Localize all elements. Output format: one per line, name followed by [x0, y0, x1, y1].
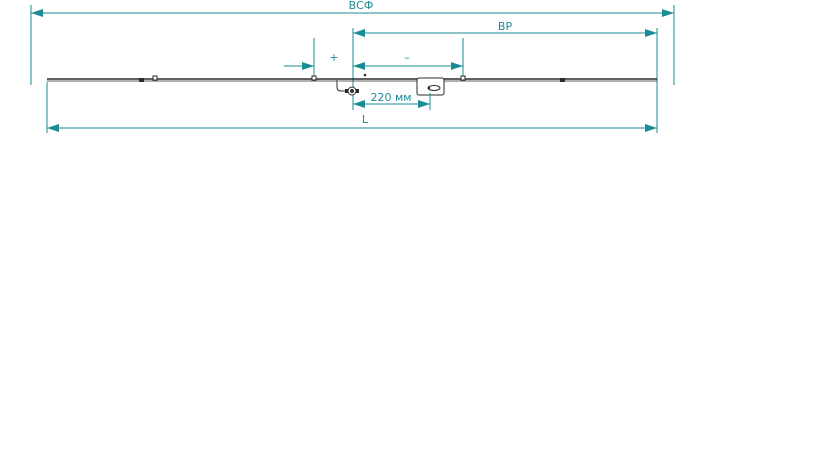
gearbox-housing	[336, 80, 350, 92]
label-offset: 220 мм	[370, 91, 411, 104]
label-br: ВР	[498, 20, 513, 33]
arrow-offset-right	[418, 100, 430, 108]
dimension-offset: 220 мм	[352, 91, 431, 110]
arrow-l-left	[47, 124, 59, 132]
label-minus: –	[404, 51, 410, 64]
pin-left	[152, 75, 158, 81]
arrow-plus-outer	[302, 62, 314, 70]
label-plus: +	[329, 51, 338, 64]
arrow-offset-left	[353, 100, 365, 108]
dimension-length: L	[46, 82, 658, 133]
locking-point-right	[560, 78, 565, 82]
arrow-bsf-left	[31, 9, 43, 17]
dimension-bsf: ВСФ	[30, 0, 675, 85]
latch-screw	[427, 86, 431, 90]
gearbox-detail-left	[345, 89, 348, 93]
dimension-br: ВР	[352, 20, 658, 102]
espagnolette-bar	[47, 73, 657, 96]
label-bsf: ВСФ	[349, 0, 374, 12]
arrow-br-left	[353, 29, 365, 37]
arrow-br-right	[645, 29, 657, 37]
label-length: L	[362, 113, 369, 126]
arrow-bsf-right	[662, 9, 674, 17]
spindle-center	[350, 89, 354, 93]
arrow-minus-left	[353, 62, 365, 70]
center-mark	[363, 73, 367, 77]
gearbox-detail-right	[356, 89, 359, 93]
arrow-l-right	[645, 124, 657, 132]
pin-minus	[460, 75, 466, 81]
arrow-minus-right	[451, 62, 463, 70]
dimension-adjustment: + –	[284, 38, 464, 78]
pin-plus	[311, 75, 317, 81]
locking-point-left	[139, 78, 144, 82]
